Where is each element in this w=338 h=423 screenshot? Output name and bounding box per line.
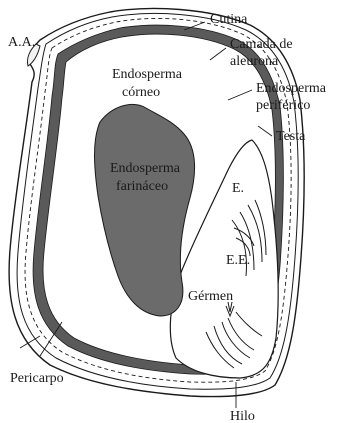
label-cutina: Cutina bbox=[210, 12, 248, 27]
label-pericarpo: Pericarpo bbox=[10, 371, 64, 386]
label-e: E. bbox=[232, 181, 244, 196]
label-endo-farinaceo-line2: farináceo bbox=[116, 179, 168, 194]
label-camada-line1: Camada de bbox=[230, 37, 293, 52]
label-endo-farinaceo-line1: Endosperma bbox=[110, 161, 181, 176]
label-endo-periferico-line2: periférico bbox=[256, 98, 310, 113]
label-ee: E.E. bbox=[226, 253, 250, 268]
label-germen: Gérmen bbox=[188, 289, 233, 304]
label-endo-periferico-line1: Endosperma bbox=[256, 81, 327, 96]
label-hilo: Hilo bbox=[230, 409, 255, 423]
label-endo-corneo-line1: Endosperma bbox=[112, 67, 183, 82]
label-aa: A.A. bbox=[8, 35, 35, 50]
label-endo-corneo-line2: córneo bbox=[122, 85, 160, 100]
label-testa: Testa bbox=[276, 129, 306, 144]
label-camada-line2: aleurona bbox=[230, 54, 279, 69]
